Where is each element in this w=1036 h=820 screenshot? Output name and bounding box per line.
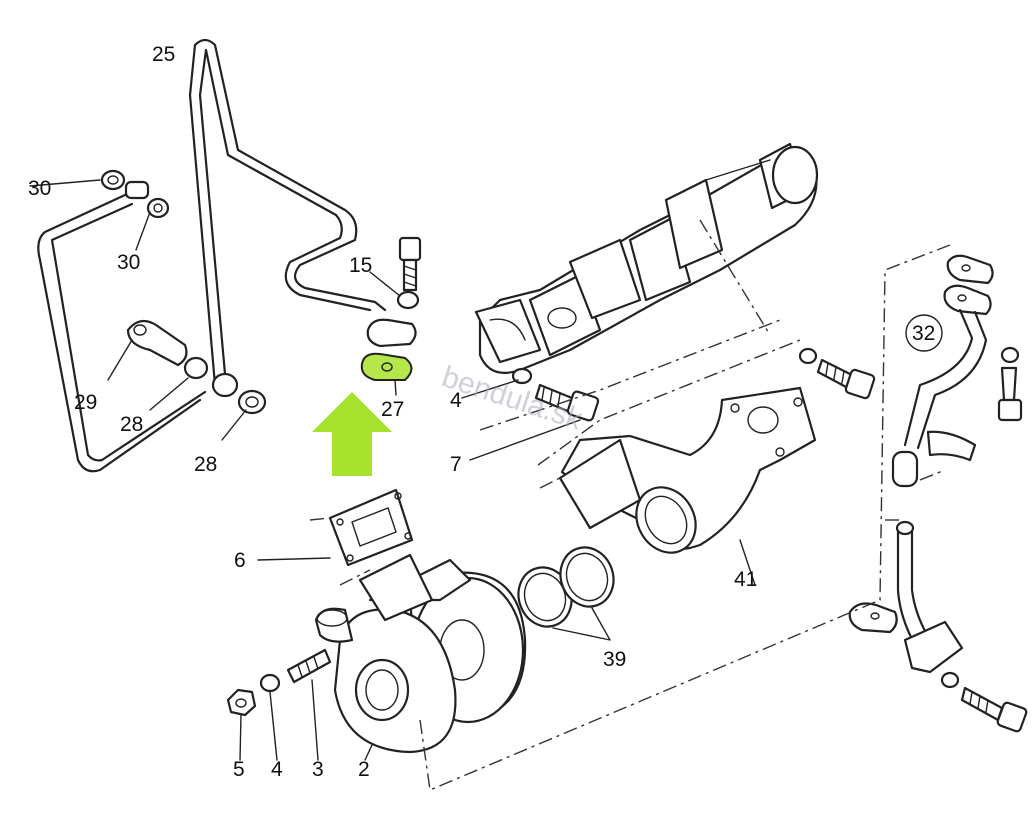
label-29: 29 (74, 391, 97, 414)
label-4-upper: 4 (450, 389, 462, 412)
label-5: 5 (233, 758, 245, 781)
label-41: 41 (734, 568, 757, 591)
label-3: 3 (312, 758, 324, 781)
banjo-fitting-29 (107, 319, 267, 441)
label-4-lower: 4 (271, 758, 283, 781)
turbocharger-2 (314, 553, 527, 754)
gasket-6 (257, 488, 414, 567)
label-39: 39 (603, 648, 626, 671)
alignment-lines (309, 219, 951, 791)
label-6: 6 (234, 549, 246, 572)
exhaust-manifold (474, 142, 819, 374)
highlight-arrow (312, 392, 392, 476)
flange-gasket-27 (360, 318, 417, 396)
label-32: 32 (912, 322, 935, 345)
oil-line-25 (37, 38, 387, 473)
label-27: 27 (381, 398, 404, 421)
label-28-b: 28 (194, 453, 217, 476)
coolant-pipe-32 (848, 254, 1028, 733)
bolt-flange-41 (798, 347, 876, 400)
label-30: 30 (117, 251, 140, 274)
seal-rings-39 (517, 546, 615, 641)
bolt-15 (369, 236, 422, 310)
fitting-30 (29, 169, 170, 251)
label-7: 7 (450, 453, 462, 476)
label-25: 25 (152, 43, 175, 66)
label-2: 2 (358, 758, 370, 781)
label-28-a: 28 (120, 413, 143, 436)
label-15: 15 (349, 254, 372, 277)
fasteners-3-4-5 (226, 648, 373, 761)
label-30-left: 30 (28, 177, 51, 200)
exhaust-elbow-41 (558, 386, 817, 586)
